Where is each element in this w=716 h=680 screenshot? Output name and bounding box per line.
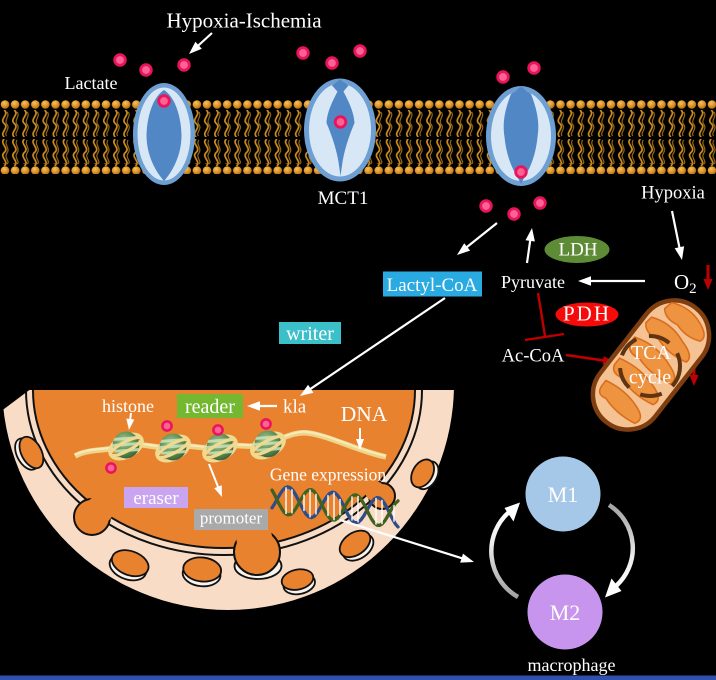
svg-text:macrophage: macrophage <box>528 655 616 675</box>
svg-text:reader: reader <box>185 396 235 418</box>
svg-text:DNA: DNA <box>341 402 388 426</box>
svg-text:M1: M1 <box>548 482 579 507</box>
svg-text:TCA: TCA <box>631 342 672 364</box>
svg-text:LDH: LDH <box>558 240 597 261</box>
svg-text:Gene expression: Gene expression <box>270 465 386 485</box>
svg-text:Lactyl-CoA: Lactyl-CoA <box>387 275 478 296</box>
svg-text:MCT1: MCT1 <box>318 188 369 209</box>
svg-text:Hypoxia-Ischemia: Hypoxia-Ischemia <box>166 9 322 33</box>
svg-text:cycle: cycle <box>629 367 671 389</box>
svg-text:kla: kla <box>283 397 307 418</box>
svg-text:Hypoxia: Hypoxia <box>641 184 705 204</box>
svg-text:PDH: PDH <box>563 302 611 326</box>
svg-text:M2: M2 <box>550 600 581 625</box>
svg-text:Pyruvate: Pyruvate <box>501 272 565 292</box>
svg-text:eraser: eraser <box>133 488 179 509</box>
svg-text:promoter: promoter <box>200 509 263 528</box>
svg-text:Lactate: Lactate <box>65 73 118 93</box>
svg-text:histone: histone <box>102 396 154 416</box>
svg-text:Ac-CoA: Ac-CoA <box>502 347 565 367</box>
svg-text:writer: writer <box>286 323 334 345</box>
